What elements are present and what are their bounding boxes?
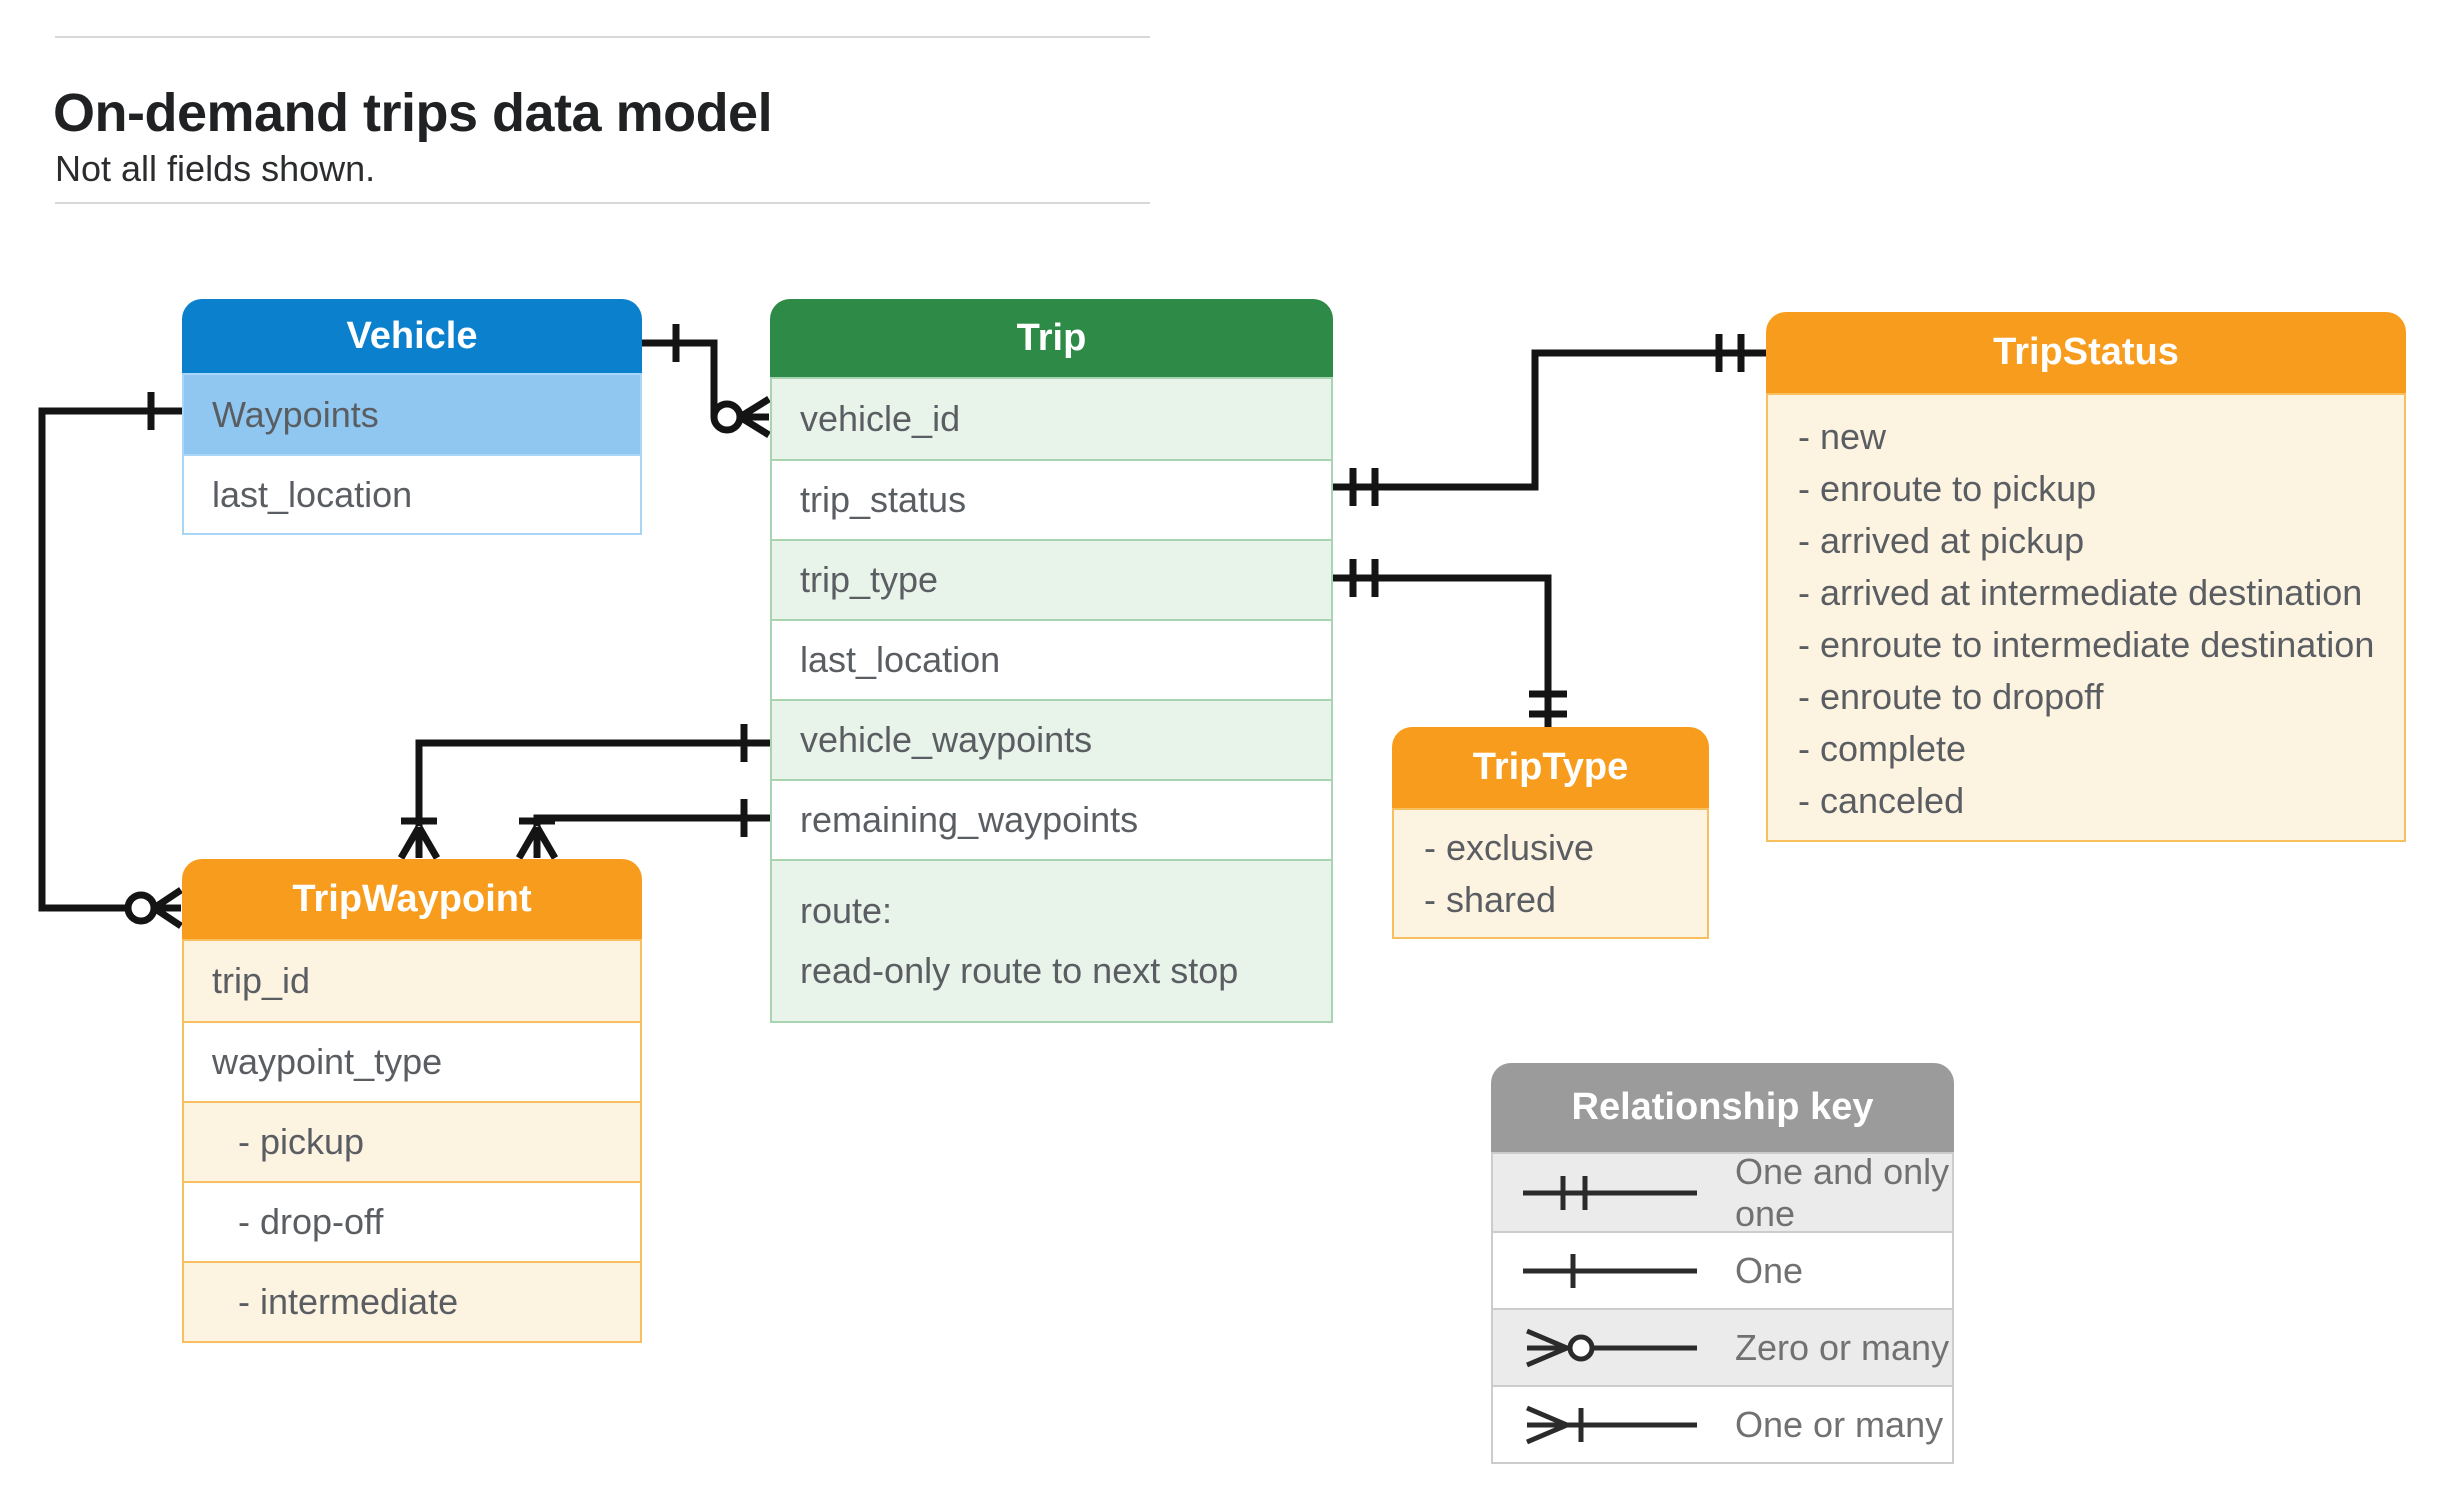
status-value: - arrived at pickup [1798, 520, 2085, 561]
status-value: - enroute to pickup [1798, 468, 2097, 509]
legend-row-one: One [1493, 1231, 1952, 1308]
one-and-only-one-ticks [1349, 468, 1379, 506]
waypoint-value-intermediate: - intermediate [184, 1261, 640, 1341]
field-waypoint-type: waypoint_type [184, 1021, 640, 1101]
relationship-key: Relationship key One and only one One Ze… [1491, 1063, 1954, 1464]
status-value: - enroute to intermediate destination [1798, 624, 2375, 665]
connector-vehicle-waypoints-field-to-tripwaypoint [397, 724, 770, 860]
entity-vehicle-header: Vehicle [182, 299, 642, 373]
field-last-location: last_location [184, 454, 640, 533]
legend-label: One and only one [1735, 1150, 1950, 1234]
page-subtitle: Not all fields shown. [55, 148, 376, 189]
entity-tripstatus: TripStatus - new - enroute to pickup - a… [1766, 312, 2406, 842]
legend-label: Zero or many [1735, 1326, 1950, 1368]
entity-tripwaypoint: TripWaypoint trip_id waypoint_type - pic… [182, 859, 642, 1343]
entity-triptype-header: TripType [1392, 727, 1709, 808]
field-vehicle-id: vehicle_id [772, 379, 1331, 459]
bottom-divider [55, 202, 1150, 204]
status-value: - enroute to dropoff [1798, 676, 2104, 717]
entity-trip-header: Trip [770, 299, 1333, 377]
field-vehicle-waypoints: vehicle_waypoints [772, 699, 1331, 779]
legend-row-zero-or-many: Zero or many [1493, 1308, 1952, 1385]
entity-trip: Trip vehicle_id trip_status trip_type la… [770, 299, 1333, 1023]
field-trip-id: trip_id [184, 941, 640, 1021]
one-or-many-icon [1526, 1405, 1697, 1444]
one-and-only-one-ticks [1715, 334, 1745, 372]
waypoint-value-pickup: - pickup [184, 1101, 640, 1181]
legend-label: One [1735, 1249, 1804, 1291]
relationship-key-body: One and only one One Zero or many One or… [1491, 1151, 1954, 1464]
field-remaining-waypoints: remaining_waypoints [772, 779, 1331, 859]
field-waypoints: Waypoints [184, 375, 640, 454]
connector-path [1333, 574, 1552, 727]
connector-trip-type-to-triptype [1333, 559, 1567, 727]
entity-tripwaypoint-body: trip_id waypoint_type - pickup - drop-of… [182, 939, 642, 1343]
connector-path [642, 339, 718, 417]
route-description: read-only route to next stop [800, 950, 1239, 991]
connector-path [1333, 349, 1766, 491]
field-trip-status: trip_status [772, 459, 1331, 539]
type-value: - exclusive [1424, 827, 1595, 868]
zero-or-many-circle [124, 891, 158, 925]
legend-row-one-or-many: One or many [1493, 1385, 1952, 1462]
one-and-only-one-icon [1523, 1175, 1697, 1210]
status-value: - complete [1798, 728, 1967, 769]
one-icon [1523, 1253, 1697, 1288]
status-value: - new [1798, 416, 1887, 457]
entity-tripstatus-header: TripStatus [1766, 312, 2406, 393]
entity-trip-body: vehicle_id trip_status trip_type last_lo… [770, 377, 1333, 1023]
field-last-location: last_location [772, 619, 1331, 699]
entity-triptype-body: - exclusive - shared [1392, 808, 1709, 939]
waypoint-value-dropoff: - drop-off [184, 1181, 640, 1261]
entity-vehicle: Vehicle Waypoints last_location [182, 299, 642, 535]
relationship-key-header: Relationship key [1491, 1063, 1954, 1152]
connector-path [38, 407, 182, 912]
connector-vehicle-to-trip-vehicle-id [642, 324, 771, 438]
field-route: route: read-only route to next stop [772, 859, 1331, 1021]
connector-path [533, 814, 770, 826]
status-value: - arrived at intermediate destination [1798, 572, 2363, 613]
connector-trip-status-to-tripstatus [1333, 334, 1766, 506]
legend-label: One or many [1735, 1403, 1944, 1445]
field-trip-type: trip_type [772, 539, 1331, 619]
top-divider [55, 36, 1150, 38]
entity-tripwaypoint-header: TripWaypoint [182, 859, 642, 939]
status-value: - canceled [1798, 780, 1965, 821]
connector-remaining-waypoints-to-tripwaypoint [515, 799, 770, 860]
one-and-only-one-ticks [1529, 690, 1567, 718]
page-title: On-demand trips data model [53, 83, 773, 143]
crow-foot [152, 887, 183, 929]
connector-path [415, 739, 770, 826]
route-label: route: [800, 890, 893, 931]
crow-foot [738, 396, 771, 438]
entity-triptype: TripType - exclusive - shared [1392, 727, 1709, 939]
connector-vehicle-waypoints-to-tripwaypoint [38, 392, 183, 929]
zero-or-many-icon [1526, 1328, 1697, 1367]
zero-or-many-circle [710, 400, 744, 434]
entity-vehicle-body: Waypoints last_location [182, 373, 642, 535]
one-and-only-one-ticks [1349, 559, 1379, 597]
crow-foot [397, 825, 441, 860]
legend-row-one-and-only-one: One and only one [1493, 1151, 1952, 1234]
type-value: - shared [1424, 879, 1557, 920]
crow-foot [515, 825, 559, 860]
entity-tripstatus-body: - new - enroute to pickup - arrived at p… [1766, 393, 2406, 842]
